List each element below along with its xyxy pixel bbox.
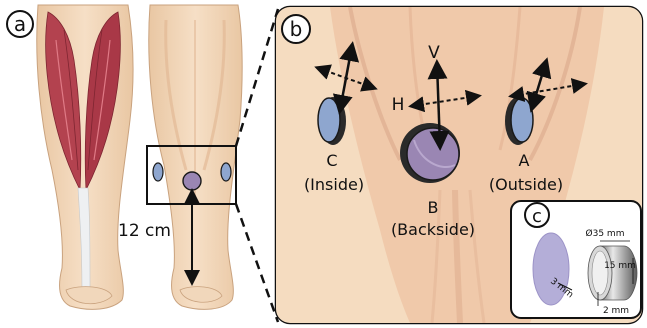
sensor-b-letter: B	[428, 198, 439, 217]
panel-a: 12 cm a	[7, 5, 242, 309]
connector-bottom	[236, 204, 278, 322]
panel-b-badge-letter: b	[290, 17, 303, 41]
axis-label-vertical: V	[428, 43, 440, 63]
leg-muscle-view	[37, 5, 133, 309]
leg-skin-view	[149, 5, 242, 309]
sensor-a-position: (Outside)	[489, 175, 563, 194]
axis-label-horizontal: H	[392, 95, 405, 115]
sensor-c-letter: C	[326, 151, 337, 170]
small-sensor-c	[153, 163, 163, 181]
sensor-a	[511, 98, 533, 142]
height-label: 15 mm	[604, 261, 636, 271]
sensor-b	[407, 128, 459, 180]
panel-c: c 3 mm Ø35 mm 15 mm 2 mm	[511, 201, 641, 318]
panel-c-badge-letter: c	[532, 206, 542, 227]
panel-a-badge-letter: a	[14, 12, 26, 36]
small-sensor-a	[221, 163, 231, 181]
sensor-c	[318, 98, 340, 142]
distance-label: 12 cm	[118, 221, 171, 241]
small-sensor-b	[183, 172, 201, 190]
sensor-c-position: (Inside)	[304, 175, 364, 194]
sensor-b-position: (Backside)	[391, 220, 475, 239]
sensor-a-letter: A	[519, 151, 530, 170]
diameter-label: Ø35 mm	[586, 228, 625, 239]
wall-label: 2 mm	[603, 306, 629, 316]
